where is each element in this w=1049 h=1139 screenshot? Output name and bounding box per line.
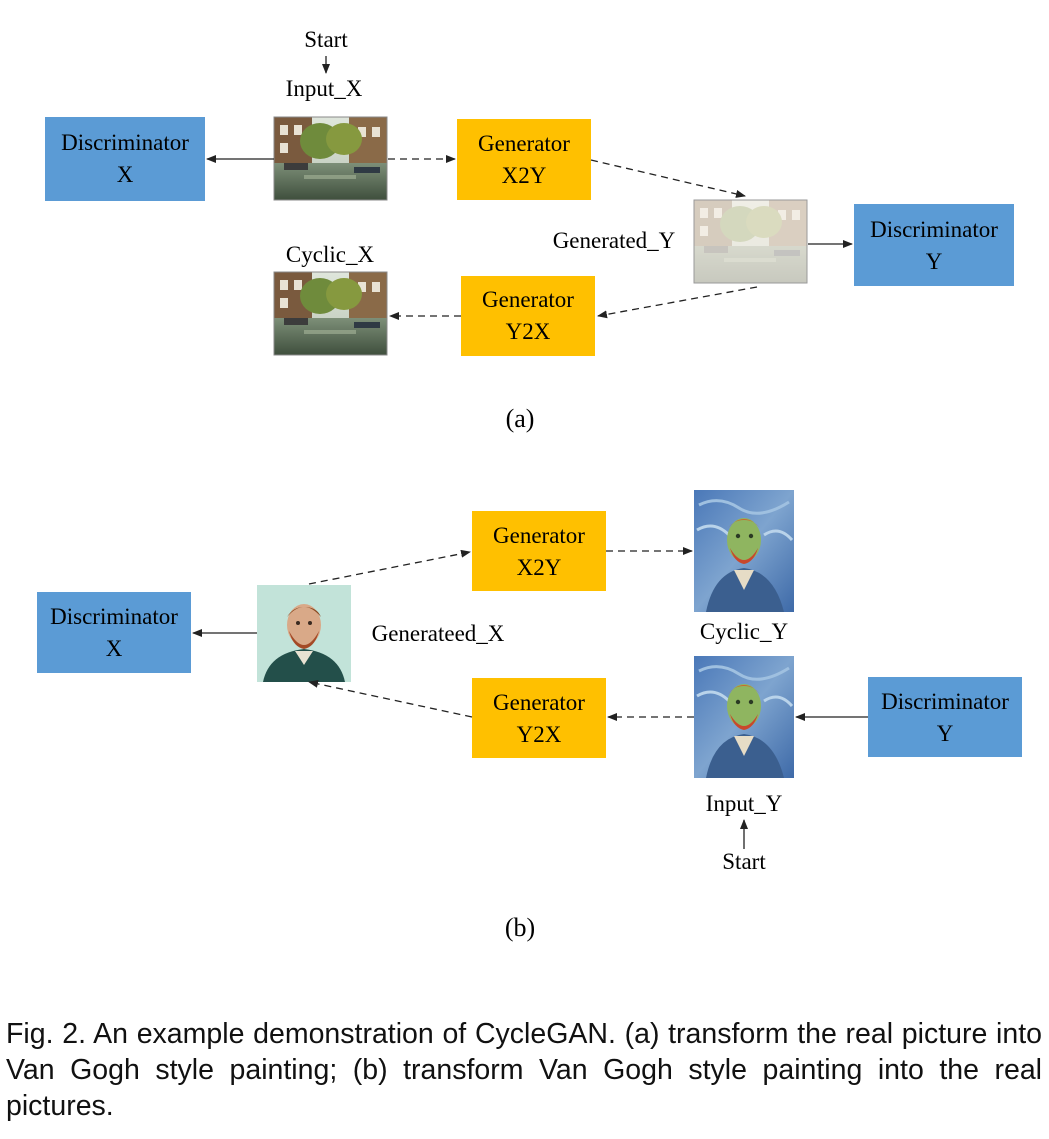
generator-x2y-a-line2: X2Y [502, 163, 547, 188]
generator-y2x-b-line1: Generator [493, 690, 585, 715]
cyclic-x-image [273, 271, 388, 356]
panel-b: Discriminator X Generateed_X Generator X… [37, 488, 1022, 942]
generated-y-image [693, 199, 808, 284]
discriminator-y-box-b: Discriminator Y [868, 677, 1022, 757]
discriminator-y-b-line2: Y [937, 721, 954, 746]
cyclic-y-image [692, 488, 796, 614]
panel-a: Start Input_X Discriminator X Generator … [45, 27, 1014, 433]
generator-y2x-b-line2: Y2X [517, 722, 562, 747]
input-y-image [692, 654, 796, 780]
input-x-image [273, 116, 388, 201]
discriminator-y-a-line1: Discriminator [870, 217, 998, 242]
generator-x2y-b-line1: Generator [493, 523, 585, 548]
discriminator-x-a-line2: X [117, 162, 134, 187]
discriminator-y-b-line1: Discriminator [881, 689, 1009, 714]
figure-caption: Fig. 2. An example demonstration of Cycl… [6, 1018, 1042, 1122]
arrow-generator-x2y-to-generated-y [590, 159, 746, 198]
input-y-label: Input_Y [706, 791, 783, 816]
generator-y2x-box-a: Generator Y2X [461, 276, 595, 356]
cyclic-y-label: Cyclic_Y [700, 619, 789, 644]
generated-y-label: Generated_Y [553, 228, 676, 253]
discriminator-x-b-line2: X [106, 636, 123, 661]
start-label-b: Start [722, 849, 766, 874]
start-label-a: Start [304, 27, 348, 52]
generated-x-label: Generateed_X [372, 621, 505, 646]
discriminator-x-box-b: Discriminator X [37, 592, 191, 673]
discriminator-y-a-line2: Y [926, 249, 943, 274]
discriminator-x-b-line1: Discriminator [50, 604, 178, 629]
input-x-label: Input_X [286, 76, 363, 101]
arrow-generated-x-to-generator-x2y [308, 549, 471, 585]
discriminator-x-a-line1: Discriminator [61, 130, 189, 155]
panel-a-sublabel: (a) [506, 404, 535, 433]
arrow-generated-y-to-generator-y2x [597, 286, 758, 319]
generator-x2y-a-line1: Generator [478, 131, 570, 156]
discriminator-x-box-a: Discriminator X [45, 117, 205, 201]
cyclegan-diagram: Start Input_X Discriminator X Generator … [37, 27, 1022, 942]
discriminator-y-box-a: Discriminator Y [854, 204, 1014, 286]
generator-y2x-a-line1: Generator [482, 287, 574, 312]
cyclic-x-label: Cyclic_X [286, 242, 375, 267]
generator-x2y-b-line2: X2Y [517, 555, 562, 580]
generated-x-image [257, 585, 351, 682]
generator-x2y-box-b: Generator X2Y [472, 511, 606, 591]
generator-y2x-a-line2: Y2X [506, 319, 551, 344]
generator-x2y-box-a: Generator X2Y [457, 119, 591, 200]
panel-b-sublabel: (b) [505, 913, 535, 942]
generator-y2x-box-b: Generator Y2X [472, 678, 606, 758]
arrow-generator-y2x-to-generated-x [308, 679, 473, 718]
